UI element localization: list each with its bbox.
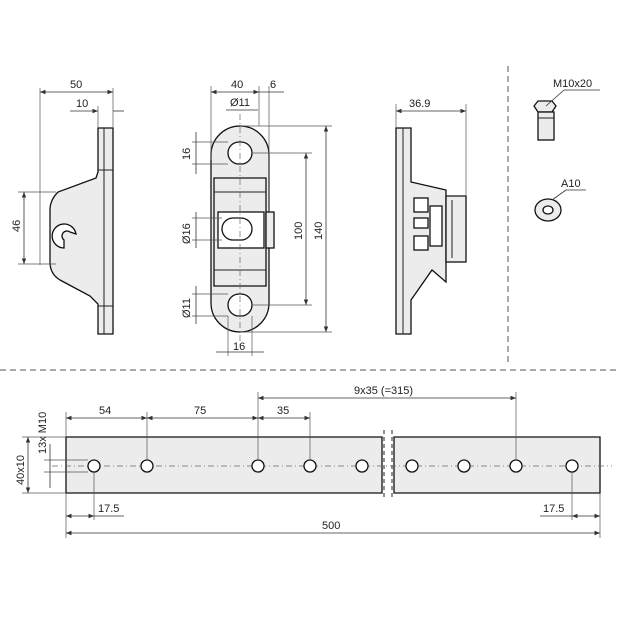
center-hole-label: Ø16 [181,223,193,244]
side-height-label: 46 [11,220,23,232]
bottom-width-label: 16 [233,341,245,353]
washer-hole [542,205,554,215]
side-flange-label: 10 [76,98,88,110]
rail-hole [303,459,317,473]
profile-inner-channel [429,205,443,247]
second-gap-label: 75 [194,405,206,417]
top-hole-label: Ø11 [230,97,250,109]
bolt-label: M10x20 [553,78,592,90]
rail-hole [140,459,154,473]
pitch-single-label: 35 [277,405,289,417]
profile-clamp-head [445,195,467,263]
rail-hole [355,459,369,473]
bolt-head [533,100,557,113]
front-width-label: 40 [231,79,243,91]
bolt-shank [537,111,555,141]
first-gap-label: 54 [99,405,111,417]
front-side-lug [265,211,275,249]
total-height-label: 140 [313,222,325,240]
rail-hole [87,459,101,473]
side-hook [51,223,77,249]
profile-depth-label: 36.9 [409,98,430,110]
rail-hole [457,459,471,473]
side-view: 50 10 46 [11,79,124,335]
left-margin-label: 17.5 [98,503,119,515]
side-bracket-body [49,127,114,335]
profile-pocket-low [413,235,429,251]
center-hole [221,217,253,241]
front-view: 40 6 Ø11 16 Ø16 Ø11 100 140 [181,79,332,356]
washer-label: A10 [561,178,581,190]
right-margin-label: 17.5 [543,503,564,515]
profile-view: 36.9 [395,98,467,335]
rail-hole [405,459,419,473]
profile-bracket-body [395,127,447,335]
span-label: 100 [293,222,305,240]
rail-left-segment [65,436,383,494]
holes-label: 13x M10 [37,412,49,454]
profile-pocket-mid [413,217,429,229]
rail-view: 9x35 (=315) 54 75 35 13x M10 40x10 17.5 … [15,385,612,538]
bottom-hole-label: Ø11 [181,298,193,318]
side-width-label: 50 [70,79,82,91]
rail-hole [251,459,265,473]
rail-hole [565,459,579,473]
section-label: 40x10 [15,455,27,485]
slot-height-label: 16 [181,148,193,160]
pitch-label: 9x35 (=315) [354,385,413,397]
profile-pocket-top [413,197,429,213]
rail-holes [87,459,579,473]
length-label: 500 [322,520,340,532]
hardware-group: M10x20 A10 [533,78,600,222]
rail-hole [509,459,523,473]
front-offset-label: 6 [270,79,276,91]
